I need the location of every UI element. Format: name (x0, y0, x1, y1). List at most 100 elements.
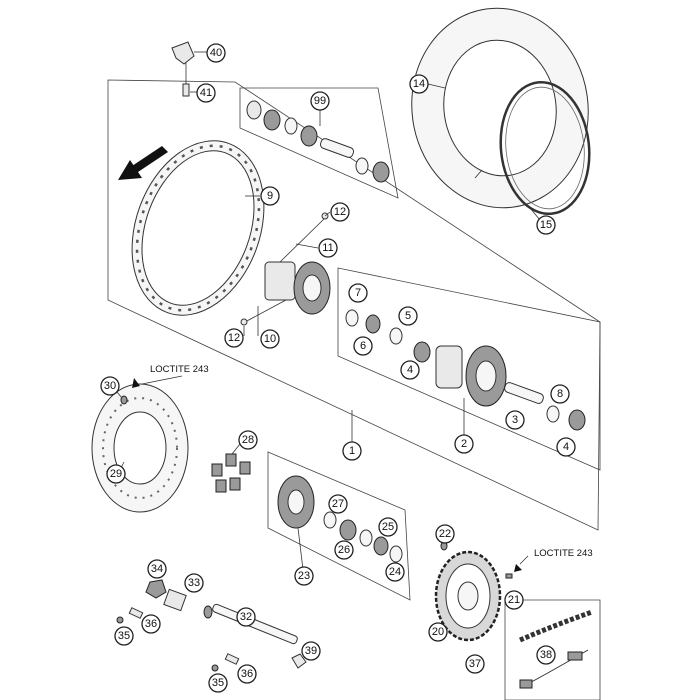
inner-tube (474, 80, 591, 216)
svg-text:4: 4 (563, 441, 569, 453)
svg-text:12: 12 (334, 206, 346, 218)
svg-text:1: 1 (349, 445, 355, 457)
svg-text:21: 21 (508, 594, 520, 606)
callout-23: 23 (294, 566, 314, 586)
callout-24: 24 (385, 562, 405, 582)
damper-rubbers (211, 453, 251, 493)
callout-26: 26 (334, 540, 354, 560)
callout-15: 15 (536, 215, 556, 235)
svg-text:35: 35 (118, 630, 130, 642)
callout-2: 2 (454, 434, 474, 454)
callout-8: 8 (550, 384, 570, 404)
callout-38: 38 (536, 645, 556, 665)
drive-hub-frame (267, 451, 411, 601)
svg-text:29: 29 (110, 468, 122, 480)
callout-4b: 4 (556, 437, 576, 457)
svg-text:24: 24 (389, 566, 401, 578)
callout-5: 5 (398, 306, 418, 326)
callout-1: 1 (342, 441, 362, 461)
callout-7: 7 (348, 283, 368, 303)
svg-text:35: 35 (212, 677, 224, 689)
callout-29: 29 (106, 464, 126, 484)
callout-3: 3 (505, 410, 525, 430)
rotation-arrow-icon (118, 146, 168, 180)
svg-text:34: 34 (151, 563, 163, 575)
chain-kit-frame (504, 599, 601, 700)
callout-34: 34 (147, 559, 167, 579)
callout-40: 40 (206, 43, 226, 63)
svg-text:36: 36 (145, 618, 157, 630)
svg-text:22: 22 (439, 528, 451, 540)
callout-27: 27 (328, 494, 348, 514)
callout-99: 99 (310, 91, 330, 111)
callout-30: 30 (100, 376, 120, 396)
valve-cap (171, 41, 195, 97)
callout-36b: 36 (237, 664, 257, 684)
callout-10: 10 (260, 329, 280, 349)
svg-text:27: 27 (332, 498, 344, 510)
callout-22: 22 (435, 524, 455, 544)
svg-text:25: 25 (382, 521, 394, 533)
hub-assembly-frame (337, 267, 601, 471)
svg-text:10: 10 (264, 333, 276, 345)
bearing-kit-frame (239, 87, 399, 199)
sprocket-carrier (277, 475, 403, 563)
callout-36a: 36 (141, 614, 161, 634)
callout-25: 25 (378, 517, 398, 537)
loctite-note-rear: LOCTITE 243 (534, 548, 593, 559)
callout-12a: 12 (330, 202, 350, 222)
svg-text:5: 5 (405, 310, 411, 322)
svg-text:38: 38 (540, 649, 552, 661)
callout-6: 6 (353, 336, 373, 356)
axle-nuts (116, 579, 307, 672)
svg-text:36: 36 (241, 668, 253, 680)
svg-text:12: 12 (228, 332, 240, 344)
callout-14: 14 (409, 74, 429, 94)
svg-text:11: 11 (322, 242, 333, 254)
svg-text:33: 33 (188, 577, 200, 589)
svg-text:20: 20 (432, 626, 444, 638)
svg-text:4: 4 (407, 364, 413, 376)
wheel-hub (240, 212, 331, 326)
drive-chain (519, 609, 593, 689)
rim (131, 140, 265, 316)
svg-text:41: 41 (200, 87, 212, 99)
callout-35b: 35 (208, 673, 228, 693)
svg-text:15: 15 (540, 219, 552, 231)
rear-axle (203, 603, 298, 645)
svg-text:28: 28 (242, 434, 254, 446)
callout-33: 33 (184, 573, 204, 593)
svg-text:7: 7 (355, 287, 361, 299)
callout-37: 37 (465, 654, 485, 674)
svg-text:99: 99 (314, 95, 326, 107)
svg-text:39: 39 (305, 645, 317, 657)
callout-35a: 35 (114, 626, 134, 646)
callout-21: 21 (504, 590, 524, 610)
svg-text:8: 8 (557, 388, 563, 400)
tire (411, 7, 589, 209)
svg-text:37: 37 (469, 658, 481, 670)
callout-39: 39 (301, 641, 321, 661)
svg-text:40: 40 (210, 47, 222, 59)
rear-sprocket (434, 541, 522, 642)
svg-text:23: 23 (298, 570, 310, 582)
callout-20: 20 (428, 622, 448, 642)
callout-11: 11 (318, 238, 338, 258)
svg-text:14: 14 (413, 78, 425, 90)
callout-32: 32 (236, 607, 256, 627)
svg-text:26: 26 (338, 544, 350, 556)
callout-28: 28 (238, 430, 258, 450)
bearing-kit (246, 100, 390, 183)
svg-text:3: 3 (512, 414, 518, 426)
brake-disc (91, 378, 189, 513)
svg-text:6: 6 (360, 340, 366, 352)
callout-4a: 4 (400, 360, 420, 380)
callout-41: 41 (196, 83, 216, 103)
svg-text:32: 32 (240, 611, 252, 623)
svg-text:9: 9 (267, 190, 273, 202)
callout-9: 9 (260, 186, 280, 206)
svg-text:2: 2 (461, 438, 467, 450)
wheel-assembly-frame (107, 79, 601, 531)
